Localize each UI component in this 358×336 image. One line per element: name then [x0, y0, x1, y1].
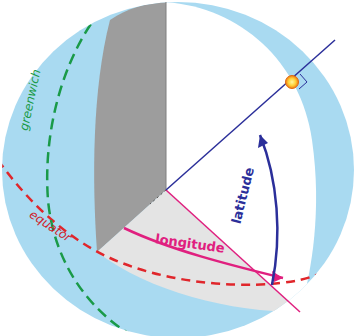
- right-angle-mark: [299, 74, 307, 89]
- location-point: [286, 76, 299, 89]
- axis: [150, 190, 166, 204]
- arrow-head: [258, 135, 268, 148]
- equator-plane: [97, 190, 300, 312]
- globe: [2, 2, 354, 336]
- longitude-arc: [124, 228, 283, 278]
- latitude-arc: [260, 135, 277, 285]
- axis: [166, 2, 167, 190]
- greenwich-line: [47, 0, 140, 336]
